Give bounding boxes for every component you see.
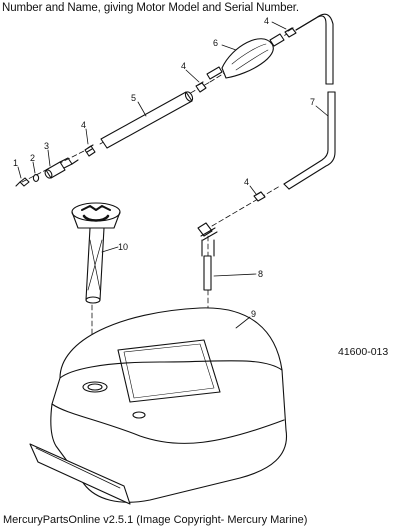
part-4-clamp: [84, 144, 96, 157]
part-4-clamp: [195, 81, 207, 93]
part-4-clamp: [253, 191, 266, 202]
callout-8: 8: [258, 269, 263, 279]
callout-9: 9: [251, 309, 256, 319]
callout-1: 1: [13, 158, 18, 168]
part-10-fuel-gauge: [71, 202, 121, 304]
callout-3: 3: [44, 141, 49, 151]
callout-4: 4: [264, 16, 269, 26]
callout-5: 5: [131, 93, 136, 103]
callout-4: 4: [81, 120, 86, 130]
part-4-clamp: [284, 27, 297, 38]
header-instruction-text: Number and Name, giving Motor Model and …: [2, 2, 299, 14]
part-8-pickup-tube: [197, 222, 218, 291]
part-9-fuel-tank: [29, 307, 288, 505]
part-1-fitting: [15, 177, 30, 187]
callout-6: 6: [213, 38, 218, 48]
callout-7: 7: [310, 97, 315, 107]
callout-2: 2: [30, 153, 35, 163]
part-7-fuel-line: [283, 13, 336, 190]
drawing-number: 41600-013: [338, 346, 389, 358]
callout-leaders: [17, 21, 329, 329]
part-3-connector: [44, 157, 79, 179]
callout-10: 10: [118, 242, 128, 252]
callout-4: 4: [244, 177, 249, 187]
part-2-o-ring: [32, 174, 40, 182]
part-6-primer-bulb: [206, 33, 285, 80]
callout-4: 4: [181, 61, 186, 71]
part-5-fuel-hose: [100, 91, 194, 149]
copyright-caption: MercuryPartsOnline v2.5.1 (Image Copyrig…: [3, 514, 308, 526]
